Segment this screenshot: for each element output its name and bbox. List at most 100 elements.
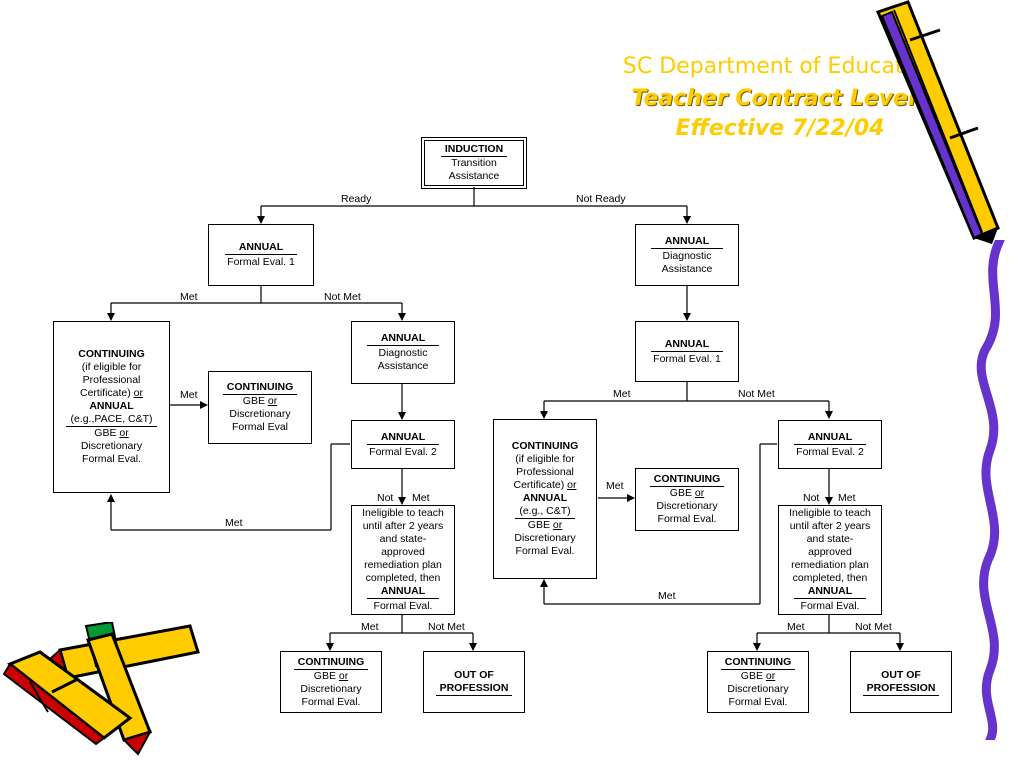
label-not-met: Not Met xyxy=(855,621,892,633)
box-line: Discretionary xyxy=(727,682,789,695)
box-line: Formal Eval. xyxy=(728,695,788,708)
box-annual-diagnostic-left: ANNUAL Diagnostic Assistance xyxy=(351,321,455,384)
box-heading: ANNUAL xyxy=(650,235,724,249)
box-line: GBE or xyxy=(242,395,278,407)
box-line: Assistance xyxy=(377,360,429,372)
box-line: Ineligible to teach xyxy=(362,507,444,519)
box-continuing-bottom-right: CONTINUING GBE or Discretionary Formal E… xyxy=(707,651,809,713)
box-heading: CONTINUING xyxy=(649,473,725,487)
box-heading: ANNUAL xyxy=(650,338,724,352)
box-annual-eval2-left: ANNUAL Formal Eval. 2 xyxy=(351,420,455,469)
box-line: (e.g.,PACE, C&T) xyxy=(66,413,157,427)
box-out-of-profession-right: OUT OF PROFESSION xyxy=(850,651,952,713)
box-line-bold: ANNUAL xyxy=(793,585,867,599)
label-not-met: Not Met xyxy=(428,621,465,633)
box-continuing-left: CONTINUING (if eligible for Professional… xyxy=(53,321,170,493)
box-ineligible-left: Ineligible to teach until after 2 years … xyxy=(351,505,455,615)
box-line: approved xyxy=(808,546,852,558)
box-line: Discretionary xyxy=(656,500,718,512)
box-line: Formal Eval xyxy=(231,421,288,433)
box-annual-eval1-left: ANNUAL Formal Eval. 1 xyxy=(208,224,314,286)
box-line: Discretionary xyxy=(300,682,362,695)
label-met: Met xyxy=(412,492,430,504)
label-not: Not xyxy=(803,492,820,504)
title-department: SC Department of Education xyxy=(622,54,938,79)
pencils-icon xyxy=(2,622,200,756)
box-line: Certificate) or xyxy=(79,387,144,399)
box-annual-eval2-right: ANNUAL Formal Eval. 2 xyxy=(778,420,882,469)
box-line: Certificate) or xyxy=(513,479,577,491)
box-induction-line: Assistance xyxy=(448,170,500,182)
box-continuing-bottom-left: CONTINUING GBE or Discretionary Formal E… xyxy=(280,651,382,713)
box-line: Formal Eval. xyxy=(800,600,860,612)
squiggle-decoration-icon xyxy=(976,240,1005,740)
box-line: Diagnostic xyxy=(662,249,712,262)
box-induction-line: Transition xyxy=(451,157,497,169)
box-line: Assistance xyxy=(661,262,713,275)
box-line: (if eligible for xyxy=(81,361,142,373)
box-heading: ANNUAL xyxy=(793,431,867,445)
label-met: Met xyxy=(180,291,198,303)
label-met: Met xyxy=(838,492,856,504)
label-not-ready: Not Ready xyxy=(576,193,626,205)
box-line: Formal Eval. xyxy=(515,545,575,557)
box-line-bold: OUT OF xyxy=(881,668,921,681)
box-line: Formal Eval. 2 xyxy=(369,445,437,458)
box-line: Formal Eval. 2 xyxy=(796,445,864,458)
box-line-bold: PROFESSION xyxy=(435,682,513,696)
box-continuing-small-left: CONTINUING GBE or Discretionary Formal E… xyxy=(208,371,312,444)
label-not: Not xyxy=(377,492,394,504)
box-line-bold: ANNUAL xyxy=(366,585,440,599)
box-line: and state- xyxy=(806,533,854,545)
box-continuing-right: CONTINUING (if eligible for Professional… xyxy=(493,419,597,579)
box-heading: CONTINUING xyxy=(78,348,145,360)
box-line: Formal Eval. xyxy=(373,600,433,612)
box-heading: CONTINUING xyxy=(720,656,796,670)
box-line: completed, then xyxy=(792,572,868,584)
box-line-bold: OUT OF xyxy=(454,668,494,681)
label-met: Met xyxy=(180,389,198,401)
box-line: GBE or xyxy=(94,427,129,439)
box-line-bold: PROFESSION xyxy=(862,682,940,696)
box-line: remediation plan xyxy=(364,559,442,571)
box-line: Discretionary xyxy=(229,408,291,420)
box-heading: CONTINUING xyxy=(293,656,369,670)
box-line: Formal Eval. xyxy=(657,513,717,525)
box-induction: INDUCTION Transition Assistance xyxy=(421,137,527,189)
box-annual-eval1-right: ANNUAL Formal Eval. 1 xyxy=(635,321,739,382)
label-not-met: Not Met xyxy=(738,388,775,400)
box-line: (e.g., C&T) xyxy=(515,505,575,519)
box-heading: ANNUAL xyxy=(366,431,440,445)
box-line: GBE or xyxy=(669,487,705,499)
box-line: Professional xyxy=(516,466,574,478)
title-effective-date: Effective 7/22/04 xyxy=(675,116,885,141)
box-heading: ANNUAL xyxy=(366,332,440,346)
pencil-icon xyxy=(875,0,1000,244)
box-line: until after 2 years xyxy=(789,520,871,532)
box-line: (if eligible for xyxy=(515,453,575,465)
box-induction-heading: INDUCTION xyxy=(440,143,508,157)
box-line: Ineligible to teach xyxy=(789,507,871,519)
box-line: until after 2 years xyxy=(362,520,444,532)
box-out-of-profession-left: OUT OF PROFESSION xyxy=(423,651,525,713)
box-line: approved xyxy=(381,546,425,558)
box-line: GBE or xyxy=(740,669,776,682)
box-continuing-small-right: CONTINUING GBE or Discretionary Formal E… xyxy=(635,468,739,531)
box-heading: CONTINUING xyxy=(222,381,298,395)
label-ready: Ready xyxy=(341,193,372,205)
label-met: Met xyxy=(658,590,676,602)
box-line: Diagnostic xyxy=(378,347,428,359)
box-line: GBE or xyxy=(527,519,563,531)
label-met: Met xyxy=(787,621,805,633)
box-line-bold: ANNUAL xyxy=(89,400,134,412)
box-heading: ANNUAL xyxy=(224,241,298,255)
title-main: Teacher Contract Levels xyxy=(631,86,929,111)
box-line: GBE or xyxy=(313,669,349,682)
label-met: Met xyxy=(606,480,624,492)
box-annual-diagnostic-right: ANNUAL Diagnostic Assistance xyxy=(635,224,739,286)
box-line: completed, then xyxy=(365,572,441,584)
box-line: remediation plan xyxy=(791,559,869,571)
box-ineligible-right: Ineligible to teach until after 2 years … xyxy=(778,505,882,615)
